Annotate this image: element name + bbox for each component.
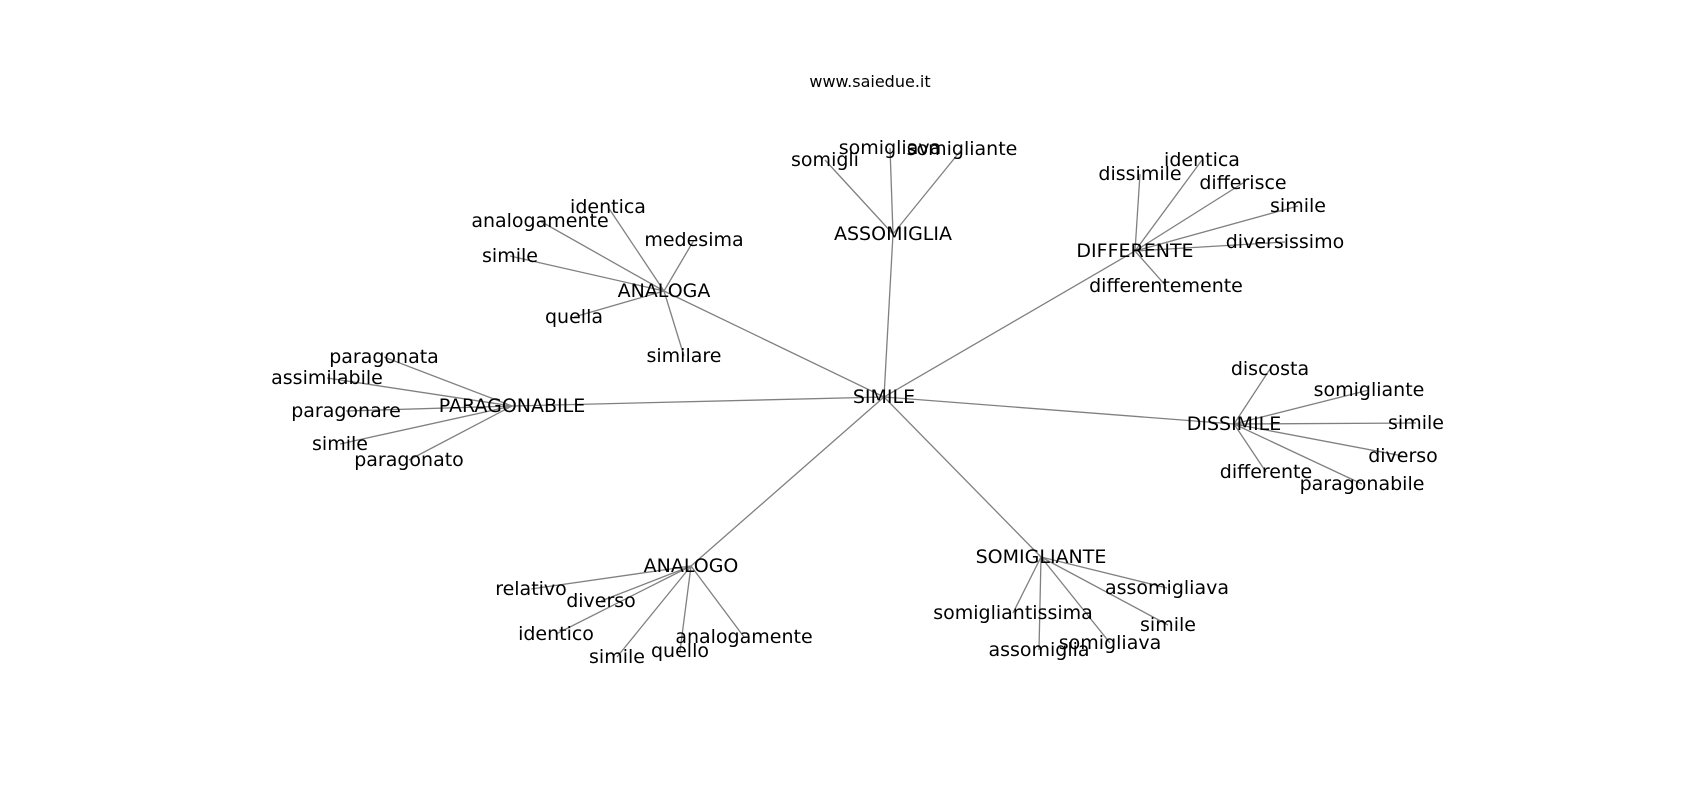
leaf-node-analogo-diverso: diverso	[566, 590, 636, 612]
edge-paragonabile-simile	[339, 405, 513, 445]
edge-root-paragonabile	[511, 396, 885, 407]
edge-somigliante-somigliantissima	[1012, 556, 1042, 614]
edge-differente-identica	[1134, 159, 1203, 252]
edge-assomiglia-somigli	[824, 159, 894, 235]
edge-root-differente	[883, 250, 1136, 398]
leaf-node-assomiglia-somigliava: somigliava	[839, 137, 941, 159]
edge-analoga-medesima	[663, 239, 695, 292]
edge-root-analogo	[690, 396, 885, 567]
edge-analoga-identica	[607, 206, 665, 292]
leaf-node-paragonabile-simile: simile	[312, 433, 368, 455]
leaf-node-somigliante-assomigliava: assomigliava	[1105, 577, 1229, 599]
leaf-node-dissimile-paragonabile: paragonabile	[1300, 473, 1425, 495]
hub-node-dissimile: DISSIMILE	[1187, 413, 1282, 435]
leaf-node-differente-identica: identica	[1164, 149, 1240, 171]
edge-root-somigliante	[883, 396, 1042, 558]
leaf-node-analoga-quella: quella	[545, 306, 603, 328]
edge-analogo-relativo	[530, 565, 692, 590]
leaf-node-analogo-quello: quello	[651, 640, 709, 662]
edge-dissimile-differente	[1233, 423, 1267, 473]
leaf-node-dissimile-somigliante: somigliante	[1314, 379, 1425, 401]
hub-node-analogo: ANALOGO	[644, 555, 739, 577]
leaf-node-assomiglia-somigli: somigli	[791, 149, 859, 171]
edge-paragonabile-paragonata	[383, 356, 513, 407]
edge-somigliante-somigliava	[1040, 556, 1111, 644]
edge-analogo-identico	[555, 565, 692, 635]
leaf-node-dissimile-differente: differente	[1220, 461, 1312, 483]
edge-analoga-similare	[663, 290, 685, 357]
leaf-node-analoga-medesima: medesima	[644, 229, 743, 251]
leaf-node-analogo-relativo: relativo	[495, 578, 567, 600]
leaf-node-dissimile-diverso: diverso	[1368, 445, 1438, 467]
leaf-node-paragonabile-paragonato: paragonato	[354, 449, 464, 471]
leaf-node-somigliante-simile: simile	[1140, 614, 1196, 636]
leaf-node-assomiglia-somigliante: somigliante	[907, 138, 1018, 160]
edge-dissimile-paragonabile	[1233, 423, 1363, 485]
edge-assomiglia-somigliava	[889, 147, 894, 235]
edge-assomiglia-somigliante	[892, 148, 963, 235]
edge-somigliante-simile	[1040, 556, 1169, 626]
edge-differente-dissimile	[1134, 173, 1141, 252]
leaf-node-paragonabile-paragonata: paragonata	[329, 346, 439, 368]
edge-paragonabile-paragonare	[345, 405, 513, 412]
edge-root-dissimile	[883, 396, 1235, 425]
edge-analogo-quello	[679, 565, 692, 652]
edge-analoga-analogamente	[539, 220, 665, 292]
hub-node-paragonabile: PARAGONABILE	[439, 395, 585, 417]
leaf-node-paragonabile-paragonare: paragonare	[291, 400, 401, 422]
leaf-node-somigliante-assomiglia: assomiglia	[988, 639, 1089, 661]
edge-differente-differentemente	[1134, 250, 1167, 287]
leaf-node-analoga-similare: similare	[647, 345, 722, 367]
root-node-label: SIMILE	[853, 386, 915, 408]
edge-paragonabile-paragonato	[408, 405, 513, 461]
hub-node-assomiglia: ASSOMIGLIA	[834, 223, 952, 245]
hub-node-somigliante: SOMIGLIANTE	[976, 546, 1107, 568]
edges-layer	[326, 147, 1417, 658]
leaf-node-dissimile-simile: simile	[1388, 412, 1444, 434]
leaf-node-differente-differentemente: differentemente	[1089, 275, 1243, 297]
edge-somigliante-assomigliava	[1040, 556, 1168, 589]
edge-analoga-simile	[509, 255, 665, 292]
edge-somigliante-assomiglia	[1038, 556, 1042, 651]
edge-root-assomiglia	[883, 233, 894, 398]
leaf-node-differente-simile: simile	[1270, 195, 1326, 217]
leaf-node-differente-differisce: differisce	[1199, 172, 1286, 194]
leaf-node-differente-diversissimo: diversissimo	[1226, 231, 1344, 253]
edge-dissimile-discosta	[1233, 368, 1271, 425]
edge-differente-simile	[1134, 205, 1299, 252]
leaf-node-paragonabile-assimilabile: assimilabile	[271, 367, 383, 389]
edge-dissimile-simile	[1233, 422, 1417, 425]
edge-differente-differisce	[1134, 182, 1244, 252]
leaf-node-analoga-simile: simile	[482, 245, 538, 267]
leaf-node-somigliante-somigliantissima: somigliantissima	[933, 602, 1093, 624]
leaf-node-analogo-identico: identico	[518, 623, 594, 645]
edge-root-analoga	[663, 290, 885, 398]
edge-differente-diversissimo	[1134, 241, 1286, 252]
leaf-node-differente-dissimile: dissimile	[1098, 163, 1181, 185]
edge-analogo-analogamente	[690, 565, 745, 638]
leaf-node-analogo-simile: simile	[589, 646, 645, 668]
site-title: www.saiedue.it	[809, 72, 931, 91]
leaf-node-analogo-analogamente: analogamente	[675, 626, 812, 648]
edge-dissimile-somigliante	[1233, 389, 1370, 425]
leaf-node-analoga-identica: identica	[570, 196, 646, 218]
edge-dissimile-diverso	[1233, 423, 1404, 457]
labels-layer: SIMILEASSOMIGLIAsomiglisomigliavasomigli…	[271, 137, 1444, 668]
leaf-node-dissimile-discosta: discosta	[1231, 358, 1309, 380]
edge-analogo-diverso	[600, 565, 692, 602]
edge-analoga-quella	[573, 290, 665, 318]
hub-node-differente: DIFFERENTE	[1076, 240, 1193, 262]
hub-node-analoga: ANALOGA	[618, 280, 711, 302]
leaf-node-somigliante-somigliava: somigliava	[1059, 632, 1161, 654]
edge-analogo-simile	[616, 565, 692, 658]
edge-paragonabile-assimilabile	[326, 377, 513, 407]
leaf-node-analoga-analogamente: analogamente	[471, 210, 608, 232]
